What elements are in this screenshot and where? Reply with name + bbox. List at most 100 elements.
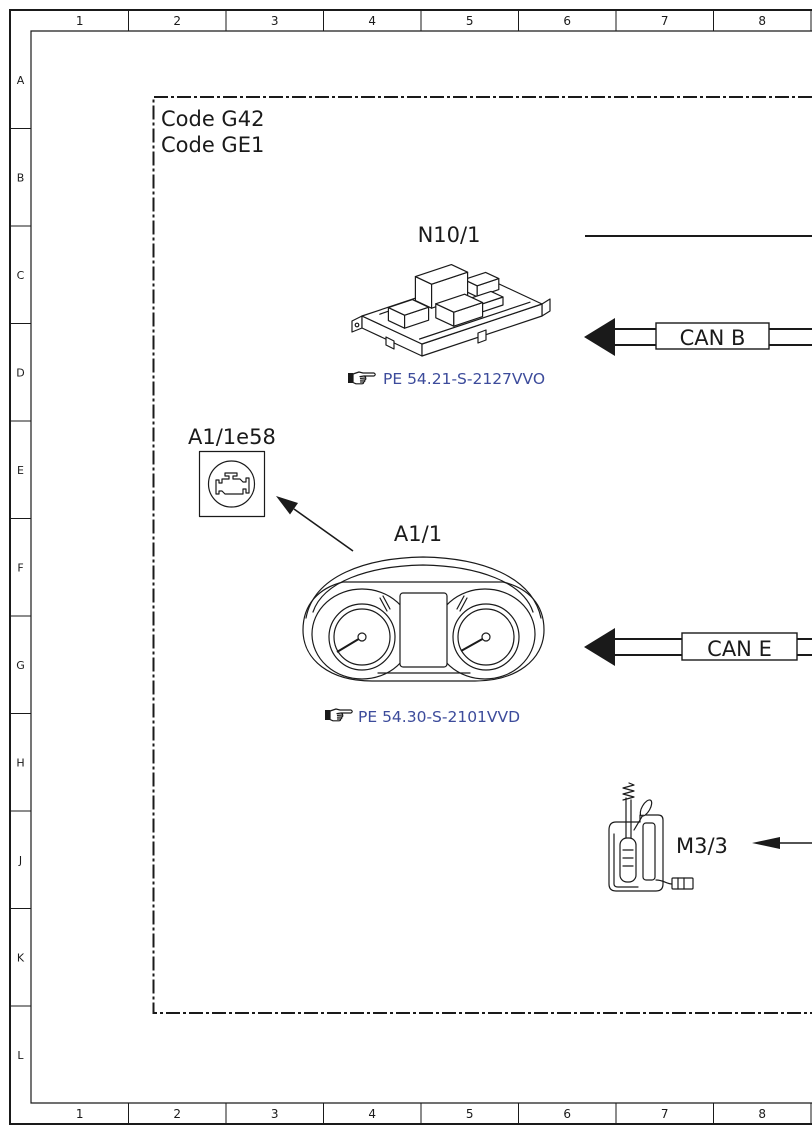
- a1-1-to-a1-1e58-arrow: [276, 496, 354, 552]
- pointing-hand-icon: [348, 371, 376, 385]
- cluster-visor-outer: [305, 556, 542, 619]
- module-front-tab: [385, 336, 395, 350]
- instrument-cluster-illustration: [302, 556, 545, 682]
- can-e-arrowhead: [584, 628, 615, 666]
- fuel-pump-feed-pipe: [625, 797, 632, 841]
- row-letter: L: [17, 1049, 24, 1062]
- fuel-pump-pipe-coil: [622, 782, 635, 801]
- can-e-label: CAN E: [707, 637, 772, 661]
- cluster-visor-inner: [312, 564, 534, 613]
- engine-symbol: [215, 472, 250, 495]
- column-dividers-top: [128, 10, 812, 31]
- component-label-m3-3: M3/3: [676, 834, 728, 858]
- fuel-filter-element: [642, 822, 656, 881]
- column-number-top: 4: [368, 14, 376, 28]
- fuel-pump-wire: [655, 879, 673, 885]
- sam-module-illustration: [351, 264, 551, 357]
- component-label-n10-1: N10/1: [418, 223, 481, 247]
- reference-link-text[interactable]: PE 54.21-S-2127VVO: [383, 370, 545, 388]
- column-number-top: 6: [563, 14, 571, 28]
- fuel-level-float: [639, 799, 653, 817]
- module-connector: [387, 299, 430, 329]
- reference-link-text[interactable]: PE 54.30-S-2101VVD: [358, 708, 520, 726]
- row-letter: B: [17, 171, 25, 184]
- column-number-top: 5: [466, 14, 474, 28]
- outer-border: [9, 9, 812, 1125]
- column-number-bottom: 6: [563, 1107, 571, 1121]
- column-number-top: 3: [271, 14, 279, 28]
- fuel-pump-module-illustration: [608, 782, 694, 892]
- row-letter: D: [16, 366, 24, 379]
- right-gauge-needle: [460, 636, 487, 652]
- arrow-head: [752, 837, 780, 849]
- left-gauge-hub: [357, 632, 367, 642]
- indicator-frame: [198, 450, 266, 518]
- fuel-pump-connector: [671, 877, 694, 890]
- fuel-pump-connector-detail: [677, 877, 685, 890]
- row-letter: H: [16, 756, 24, 769]
- module-right-bracket: [541, 298, 551, 317]
- can-b-label: CAN B: [680, 326, 746, 350]
- hand-cuff: [348, 373, 353, 383]
- module-mount-hole: [354, 322, 360, 328]
- column-number-bottom: 7: [661, 1107, 669, 1121]
- left-gauge-needle: [336, 636, 363, 653]
- code-scope-boundary: [152, 96, 812, 1014]
- fuel-pump-reservoir-edge: [613, 833, 639, 888]
- fuel-pump-motor-detail: [622, 849, 634, 867]
- left-gauge-face: [333, 608, 391, 666]
- row-letter: F: [17, 561, 23, 574]
- hand-finger-lines: [336, 712, 344, 720]
- row-letter: A: [17, 74, 25, 87]
- column-number-top: 8: [758, 14, 766, 28]
- column-number-bottom: 4: [368, 1107, 376, 1121]
- column-number-bottom: 5: [466, 1107, 474, 1121]
- m3-3-signal-arrow: [752, 837, 812, 849]
- column-dividers-bottom: [128, 1103, 812, 1124]
- fuel-level-float-arm: [633, 814, 644, 831]
- cluster-trim-marks: [379, 595, 468, 612]
- column-number-bottom: 1: [76, 1107, 84, 1121]
- column-number-bottom: 8: [758, 1107, 766, 1121]
- connector-top-face: [463, 271, 500, 287]
- row-letter: E: [17, 464, 24, 477]
- reference-link-n10-1[interactable]: PE 54.21-S-2127VVO: [348, 370, 545, 388]
- scope-code-label: Code GE1: [161, 133, 264, 157]
- pointing-hand-icon: [325, 708, 353, 722]
- can-e-label-box: [681, 632, 798, 661]
- indicator-lamp-circle: [207, 460, 256, 508]
- row-letter: J: [18, 854, 22, 867]
- connector-top-face: [387, 299, 430, 316]
- scope-code-label: Code G42: [161, 107, 264, 131]
- connector-top-face: [414, 264, 469, 285]
- hand-cuff: [325, 710, 330, 720]
- inner-border: [30, 30, 812, 1104]
- arrow-shaft: [293, 508, 354, 552]
- reference-link-a1-1[interactable]: PE 54.30-S-2101VVD: [325, 708, 520, 726]
- column-number-top: 7: [661, 14, 669, 28]
- right-gauge-face: [457, 608, 515, 666]
- cluster-center-display: [399, 592, 448, 668]
- column-number-bottom: 3: [271, 1107, 279, 1121]
- column-number-bottom: 2: [173, 1107, 181, 1121]
- arrow-head: [276, 496, 298, 515]
- module-connector: [435, 293, 484, 327]
- connector-top-face: [435, 293, 484, 313]
- module-front-tab: [477, 329, 487, 344]
- column-number-top: 2: [173, 14, 181, 28]
- component-label-a1-1: A1/1: [394, 522, 442, 546]
- row-letter: C: [17, 269, 25, 282]
- can-b-arrowhead: [584, 318, 615, 356]
- component-label-a1-1e58: A1/1e58: [188, 425, 276, 449]
- can-b-bus-connection: CAN B: [584, 318, 812, 356]
- fuel-pump-motor: [619, 837, 637, 883]
- module-connectors: [387, 264, 504, 329]
- row-dividers: [10, 128, 31, 1007]
- row-letter: G: [16, 659, 25, 672]
- check-engine-icon: [198, 450, 266, 518]
- hand-finger-lines: [359, 375, 367, 383]
- module-left-tab: [351, 315, 363, 333]
